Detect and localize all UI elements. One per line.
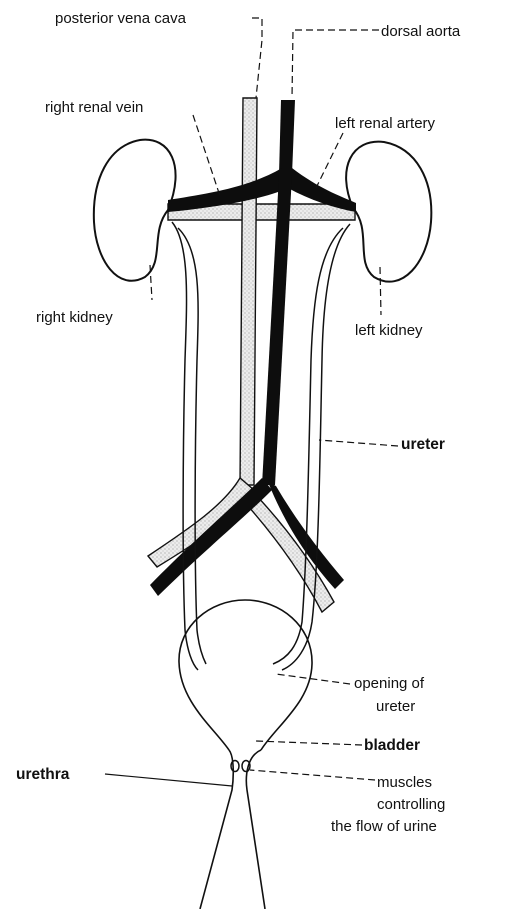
leader-posterior-vena-cava [252,18,262,98]
label-ureter: ureter [401,436,445,453]
urethra-right-wall [246,750,265,909]
dorsal-aorta-trunk [279,100,295,175]
leader-muscles [250,770,375,780]
right-kidney-shape [94,140,176,281]
label-right-renal-vein: right renal vein [45,99,143,116]
bladder-shape [179,600,312,750]
label-opening-of-ureter-line1: opening of [354,675,425,692]
label-left-renal-artery: left renal artery [335,115,436,132]
aorta-left-branch [150,478,272,596]
label-muscles-line1: muscles [377,774,432,791]
label-bladder: bladder [364,737,420,754]
leader-urethra [105,774,232,786]
label-opening-of-ureter-line2: ureter [376,698,415,715]
leader-bladder [256,741,362,745]
label-muscles-line2: controlling [377,796,445,813]
dorsal-aorta-lower [262,175,292,485]
vena-cava-trunk [240,98,257,485]
leader-ureter [319,440,398,446]
label-right-kidney: right kidney [36,309,113,326]
label-posterior-vena-cava: posterior vena cava [55,10,187,27]
right-ureter-inner [178,228,206,664]
right-ureter-outer [172,222,198,670]
leader-opening-of-ureter [276,674,350,684]
left-kidney-shape [346,142,431,282]
leader-right-renal-vein [193,115,220,196]
urethra-left-wall [200,750,233,909]
label-urethra: urethra [16,766,70,783]
label-muscles-line3: the flow of urine [331,818,437,835]
leader-left-renal-artery [316,133,343,188]
label-left-kidney: left kidney [355,322,423,339]
leader-dorsal-aorta [292,30,379,98]
label-dorsal-aorta: dorsal aorta [381,23,461,40]
